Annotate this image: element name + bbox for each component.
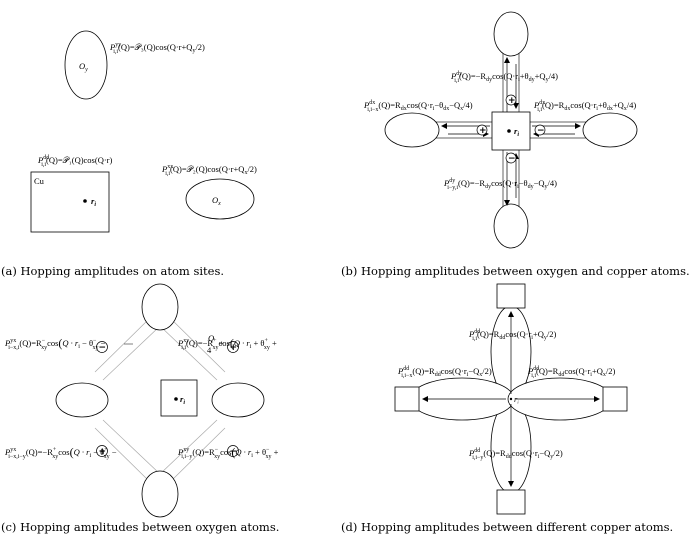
ri-dot bbox=[83, 199, 87, 203]
sign-top bbox=[505, 94, 517, 106]
sign-left bbox=[476, 124, 488, 136]
sign-c-tr bbox=[227, 341, 239, 353]
caption-a: (a) Hopping amplitudes on atom sites. bbox=[1, 264, 224, 278]
ox-label: Ox bbox=[212, 195, 221, 207]
o-top-c bbox=[141, 283, 179, 331]
ri-dot-b bbox=[507, 129, 511, 133]
cu-label: Cu bbox=[34, 176, 45, 186]
sign-top-text: + bbox=[508, 96, 516, 106]
cu-box-top bbox=[496, 283, 526, 309]
ri-label: ri bbox=[91, 196, 96, 208]
sign-bottom-text: − bbox=[508, 154, 516, 164]
o-left-orbital bbox=[384, 112, 440, 148]
ox-orbital bbox=[185, 178, 255, 220]
sign-c-br-text: − bbox=[230, 447, 238, 457]
ri-label-d: ri bbox=[514, 394, 519, 405]
sign-c-tl bbox=[96, 341, 108, 353]
caption-b: (b) Hopping amplitudes between oxygen an… bbox=[341, 264, 690, 278]
ri-label-c: ri bbox=[180, 394, 185, 406]
cu-box-left bbox=[394, 386, 420, 412]
o-bottom-orbital bbox=[493, 203, 529, 249]
sign-c-tl-text: − bbox=[99, 343, 107, 353]
diamond-bonds bbox=[94, 317, 226, 483]
sign-bottom bbox=[505, 152, 517, 164]
sign-c-bl bbox=[96, 445, 108, 457]
sign-c-bl-text: + bbox=[99, 447, 107, 457]
o-bottom-c bbox=[141, 470, 179, 518]
sign-c-br bbox=[227, 445, 239, 457]
oy-label: Oy bbox=[79, 61, 88, 73]
svg-text:4: 4 bbox=[207, 345, 212, 355]
sign-c-tr-text: + bbox=[230, 343, 238, 353]
cu-box-right bbox=[602, 386, 628, 412]
ri-label-b: ri bbox=[514, 126, 519, 138]
oy-orbital bbox=[64, 30, 108, 100]
sign-right bbox=[534, 124, 546, 136]
sign-left-text: + bbox=[479, 126, 487, 136]
cu-center-box bbox=[491, 111, 531, 151]
svg-text:+: + bbox=[219, 338, 224, 348]
caption-c: (c) Hopping amplitudes between oxygen at… bbox=[1, 520, 279, 534]
cu-site-box bbox=[30, 171, 110, 233]
o-right-orbital bbox=[582, 112, 638, 148]
caption-d: (d) Hopping amplitudes between different… bbox=[341, 520, 673, 534]
o-top-orbital bbox=[493, 11, 529, 57]
cu-box-bottom bbox=[496, 489, 526, 515]
sign-right-text: − bbox=[537, 126, 545, 136]
o-left-c bbox=[55, 382, 109, 418]
ri-dot-d bbox=[509, 397, 513, 401]
ri-dot-c bbox=[174, 397, 178, 401]
cu-center-c bbox=[160, 379, 198, 417]
o-right-c bbox=[211, 382, 265, 418]
svg-text:Q: Q bbox=[208, 333, 214, 343]
